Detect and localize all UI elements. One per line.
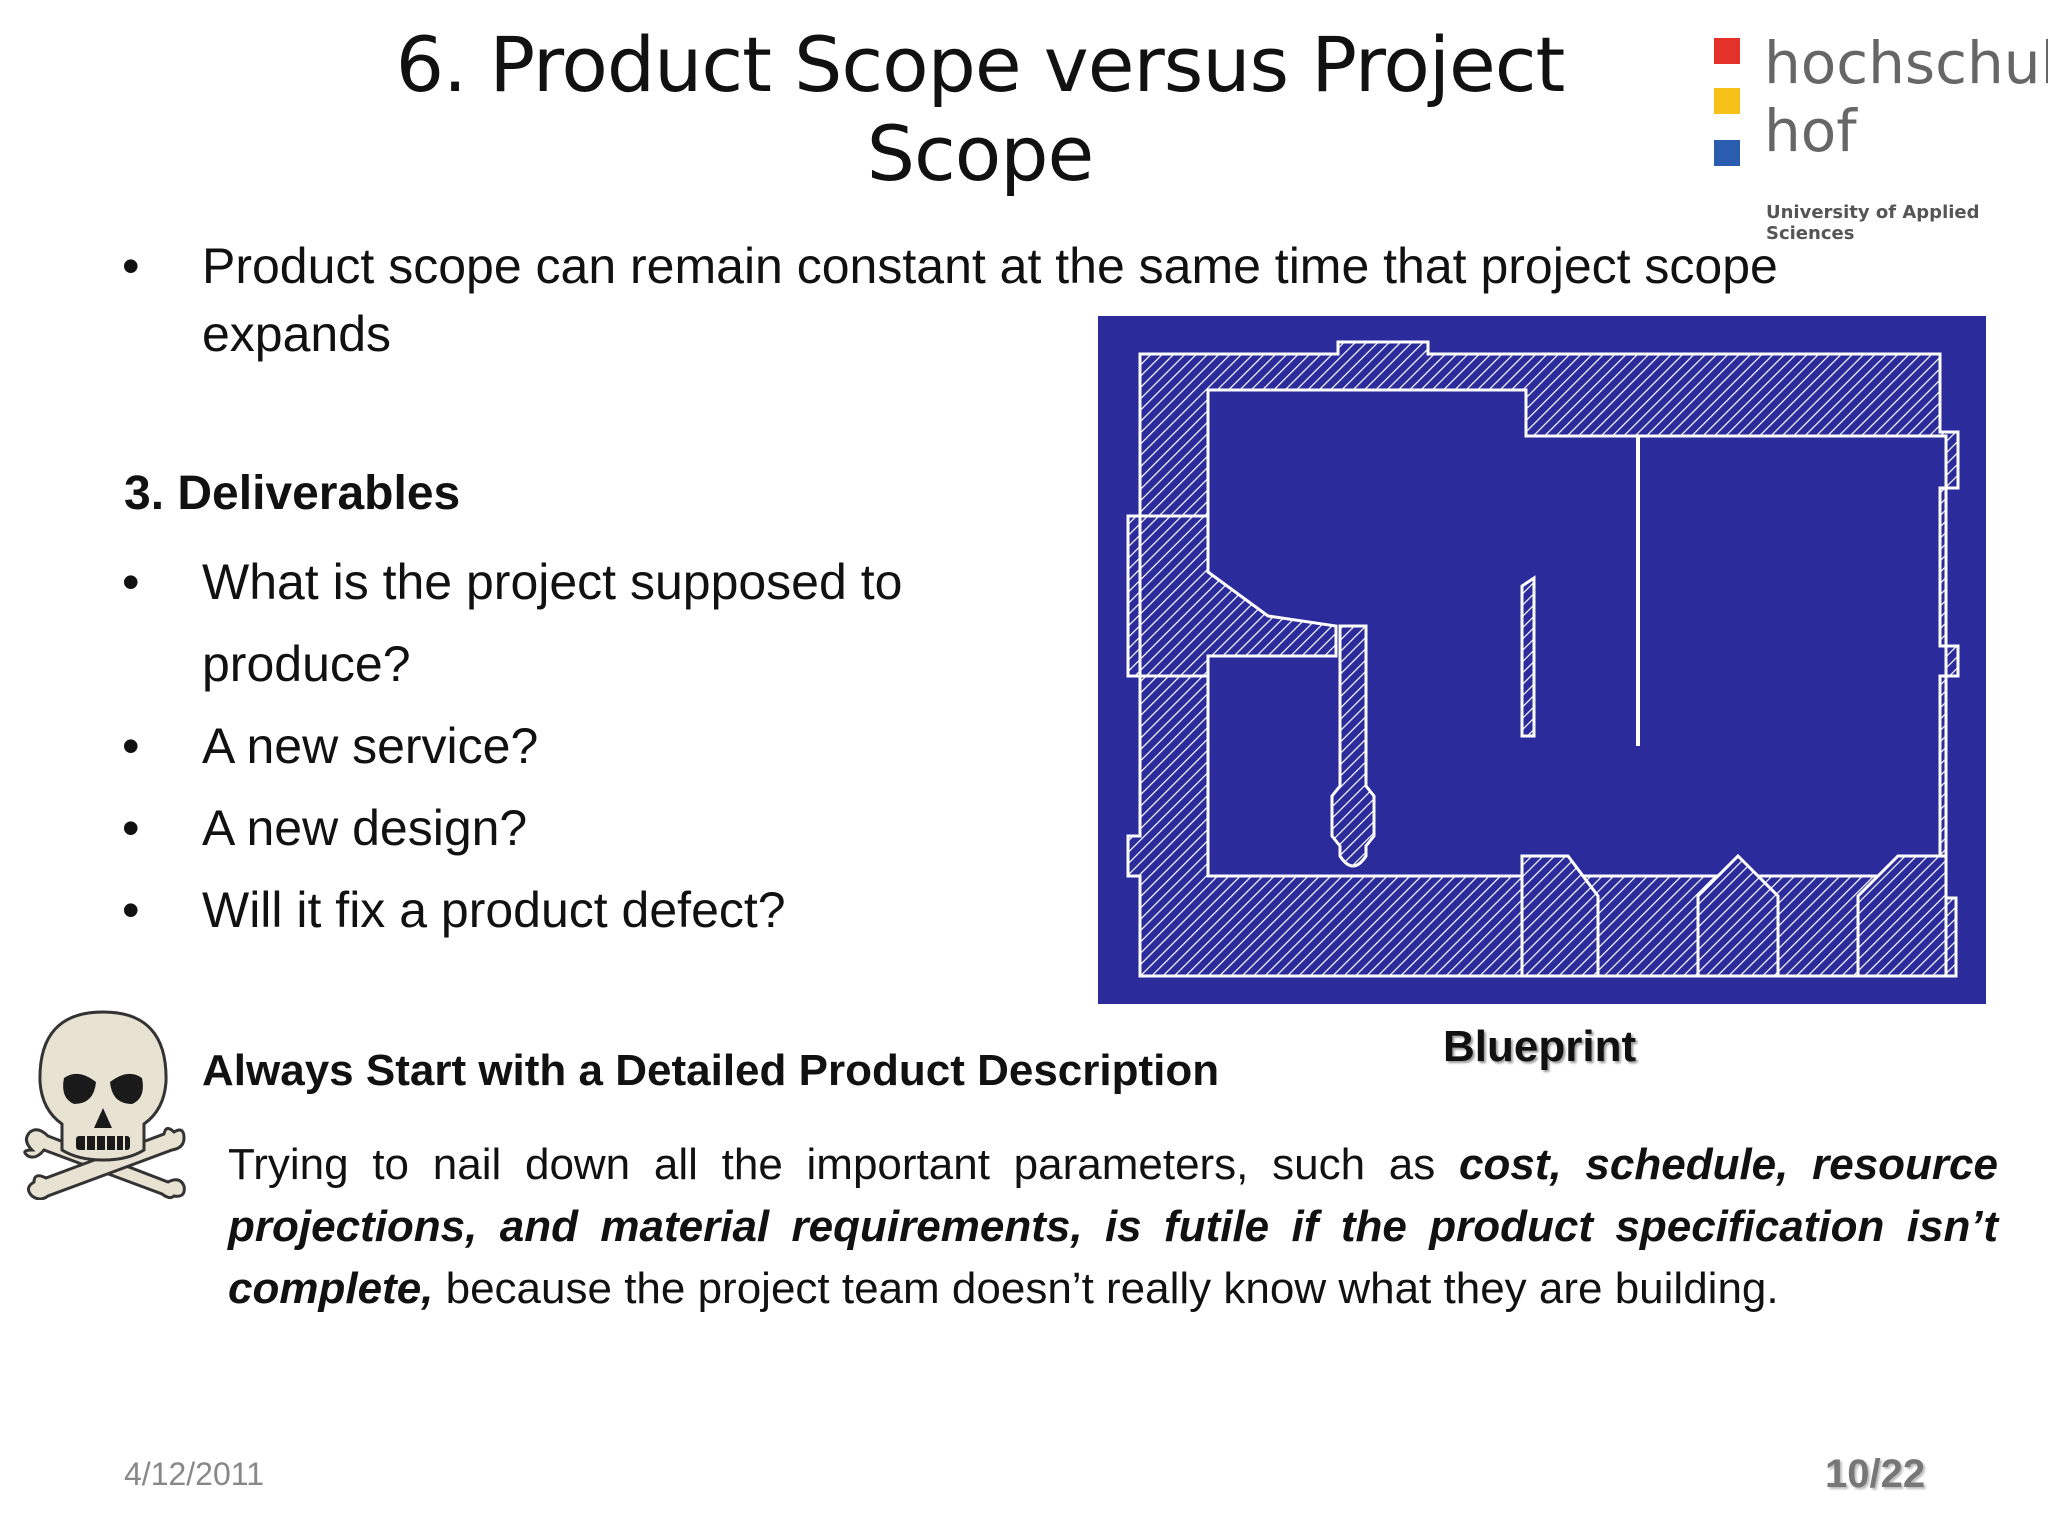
intro-bullet-line-1: Product scope can remain constant at the… <box>202 238 1778 294</box>
bullet-dot: • <box>122 554 140 610</box>
blueprint-floorplan-image <box>1098 316 1986 1004</box>
deliverable-line-continued: produce? <box>202 636 411 692</box>
intro-bullet-line-2: expands <box>202 306 392 362</box>
figure-caption: Blueprint <box>1443 1022 1637 1071</box>
logo-yellow-square <box>1714 88 1740 114</box>
bullet-dot: • <box>122 718 140 774</box>
slide-title: 6. Product Scope versus Project Scope <box>395 20 1566 198</box>
logo-word-hochschule: hochschule <box>1764 29 2048 97</box>
bullet-dot: • <box>122 800 140 856</box>
deliverable-line: A new design? <box>202 800 528 856</box>
callout-text-plain-end: because the project team doesn’t really … <box>433 1264 1779 1313</box>
footer-date: 4/12/2011 <box>124 1456 264 1492</box>
deliverable-line: A new service? <box>202 718 539 774</box>
skull-crossbones-icon <box>18 1000 188 1201</box>
logo-red-square <box>1714 38 1740 64</box>
bullet-dot: • <box>122 882 140 938</box>
callout-text-emphasis: cost, schedule, resource projections, an… <box>228 1140 1998 1313</box>
callout-text-plain: Trying to nail down all the important pa… <box>228 1140 1459 1189</box>
logo-blue-square <box>1714 140 1740 166</box>
callout-heading: Always Start with a Detailed Product Des… <box>202 1046 1220 1095</box>
page-number: 10/22 <box>1825 1452 1926 1496</box>
deliverable-line: What is the project supposed to <box>202 554 903 610</box>
callout-paragraph: Trying to nail down all the important pa… <box>228 1134 1998 1320</box>
deliverable-line: Will it fix a product defect? <box>202 882 786 938</box>
bullet-dot: • <box>122 238 140 294</box>
university-logo: hochschule hof University of Applied Sci… <box>1710 30 2048 244</box>
logo-tagline: University of Applied Sciences <box>1766 202 1980 244</box>
section-heading: 3. Deliverables <box>124 467 461 520</box>
logo-word-hof: hof <box>1764 97 1857 165</box>
